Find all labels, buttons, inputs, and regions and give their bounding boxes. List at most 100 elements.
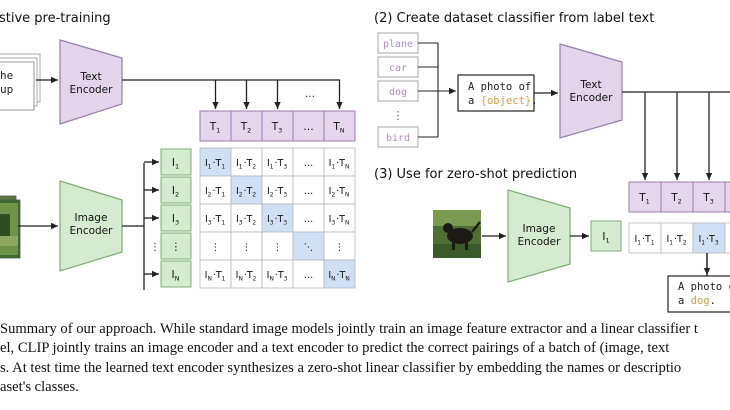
text-feature-label: T1	[209, 121, 222, 135]
text-feature-ellipsis	[292, 110, 325, 142]
matrix-cell-label: I2 ·T2	[236, 186, 257, 199]
prediction-box	[667, 275, 730, 313]
text-feature-2	[230, 110, 263, 142]
prediction-line-1: A photo o	[678, 281, 730, 293]
matrix-cell-label: I3 ·TN	[329, 214, 351, 227]
text-feature-label: T3	[271, 121, 284, 135]
text-feature-3	[261, 110, 294, 142]
prompt-template-line-2: a {object}.	[468, 95, 538, 107]
image-input-stack	[0, 195, 21, 259]
svg-text:I1: I1	[602, 231, 609, 245]
matrix-cell-label: …	[304, 270, 314, 281]
image-feature-ellipsis	[160, 232, 192, 260]
text-encoder-left	[59, 39, 123, 125]
caption-line-4: aset's classes.	[0, 379, 79, 396]
text-input-line-1: he	[0, 69, 13, 82]
caption-line-3: s. At test time the learned text encoder…	[0, 359, 682, 376]
right-product-cell	[692, 222, 726, 254]
right-product-label: I1 ·T3	[698, 234, 719, 247]
text-feature-label: TN	[332, 121, 345, 135]
svg-text:⋮: ⋮	[150, 242, 160, 253]
image-feature-label: IN	[171, 269, 180, 283]
prompt-template-box	[457, 74, 535, 112]
image-feature-column: I1 I2 I3 ⋮ IN	[160, 148, 192, 288]
section-title-create-classifier: (2) Create dataset classifier from label…	[374, 11, 654, 26]
matrix-cell-label: IN ·T1	[205, 270, 227, 283]
image-feature-N	[160, 260, 192, 288]
matrix-cell-label: I3 ·T1	[205, 214, 226, 227]
matrix-cell-label: I3 ·T3	[267, 214, 288, 227]
matrix-cell-label: …	[304, 158, 314, 169]
right-text-feature-label: T3	[702, 192, 715, 206]
right-text-feature-3	[692, 181, 726, 213]
image-encoder-right-label-1: Image	[523, 223, 556, 235]
text-encoder-right	[559, 43, 623, 139]
text-encoder-left-label-2: Encoder	[70, 84, 114, 96]
text-encoder-left-label-1: Text	[79, 71, 101, 83]
label-text-plane: plane	[383, 39, 413, 50]
matrix-cell	[323, 175, 356, 205]
image-encoder-right-label-2: Encoder	[518, 236, 562, 248]
right-text-feature-1	[628, 181, 662, 213]
matrix-cell-label: I1 ·T3	[267, 158, 288, 171]
matrix-cell-label: ⋮	[273, 242, 283, 253]
text-input-line-2: up	[0, 83, 13, 96]
matrix-cell-label: I2 ·T1	[205, 186, 226, 199]
figure-caption: Summary of our approach. While standard …	[0, 320, 730, 398]
matrix-cell	[261, 231, 294, 261]
matrix-cell	[230, 259, 263, 289]
right-product-label: I1 ·T2	[666, 234, 687, 247]
right-product-label: I1 ·T1	[634, 234, 655, 247]
matrix-cell	[323, 259, 356, 289]
matrix-cell-label: IN ·T3	[267, 270, 289, 283]
image-encoder-left-label-1: Image	[75, 212, 108, 224]
matrix-cell	[261, 147, 294, 177]
matrix-cell-label: ⋱	[304, 242, 314, 253]
matrix-cell-label: ⋮	[242, 242, 252, 253]
matrix-cell	[199, 203, 232, 233]
section-title-pretraining: stive pre-training	[0, 11, 111, 26]
matrix-cell	[323, 231, 356, 261]
matrix-cell-label: ⋮	[211, 242, 221, 253]
svg-text:…: …	[305, 89, 315, 100]
matrix-cell-label: IN ·TN	[328, 270, 350, 283]
matrix-cell	[261, 175, 294, 205]
matrix-cell	[199, 259, 232, 289]
right-text-feature-label: T1	[638, 192, 651, 206]
right-product-row: I1 ·T1 I1 ·T2 I1 ·T3	[628, 222, 730, 254]
matrix-cell	[199, 147, 232, 177]
image-feature-2	[160, 176, 192, 204]
text-feature-N	[323, 110, 356, 142]
text-feature-label: …	[303, 121, 314, 133]
label-text-car: car	[389, 63, 407, 74]
prediction-line-2: a dog.	[678, 295, 716, 307]
matrix-cell	[199, 231, 232, 261]
text-feature-label: T2	[240, 121, 253, 135]
label-ellipsis: ⋮	[393, 109, 404, 122]
caption-line-1: Summary of our approach. While standard …	[0, 321, 698, 337]
label-text-bird: bird	[386, 133, 410, 144]
section-title-zero-shot: (3) Use for zero-shot prediction	[374, 167, 577, 182]
clip-diagram: stive pre-training (2) Create dataset cl…	[0, 11, 730, 313]
matrix-cell-label: …	[304, 214, 314, 225]
label-text-dog: dog	[389, 87, 407, 98]
matrix-cell-label: I1 ·T2	[236, 158, 257, 171]
image-feature-label: ⋮	[171, 241, 182, 253]
image-feature-label: I3	[172, 213, 180, 227]
dog-photo	[433, 210, 481, 258]
right-image-feature	[590, 220, 622, 252]
right-text-feature-label: T2	[670, 192, 683, 206]
text-feature-row: T1 T2 T3 … TN	[199, 110, 356, 142]
image-encoder-right	[507, 189, 571, 283]
matrix-cell	[230, 175, 263, 205]
text-encoder-right-label-1: Text	[579, 79, 601, 91]
matrix-cell	[199, 175, 232, 205]
matrix-cell-label: I1 ·TN	[329, 158, 351, 171]
image-feature-label: I1	[172, 157, 180, 171]
text-input-stack: he up	[0, 53, 41, 111]
similarity-matrix: I1 ·T1 I1 ·T2 I1 ·T3 … I1 ·TN I2 ·T1 I2 ·…	[199, 147, 356, 289]
matrix-cell-label: I1 ·T1	[205, 158, 226, 171]
image-feature-label: I2	[172, 185, 180, 199]
matrix-cell-label: ⋮	[335, 242, 345, 253]
